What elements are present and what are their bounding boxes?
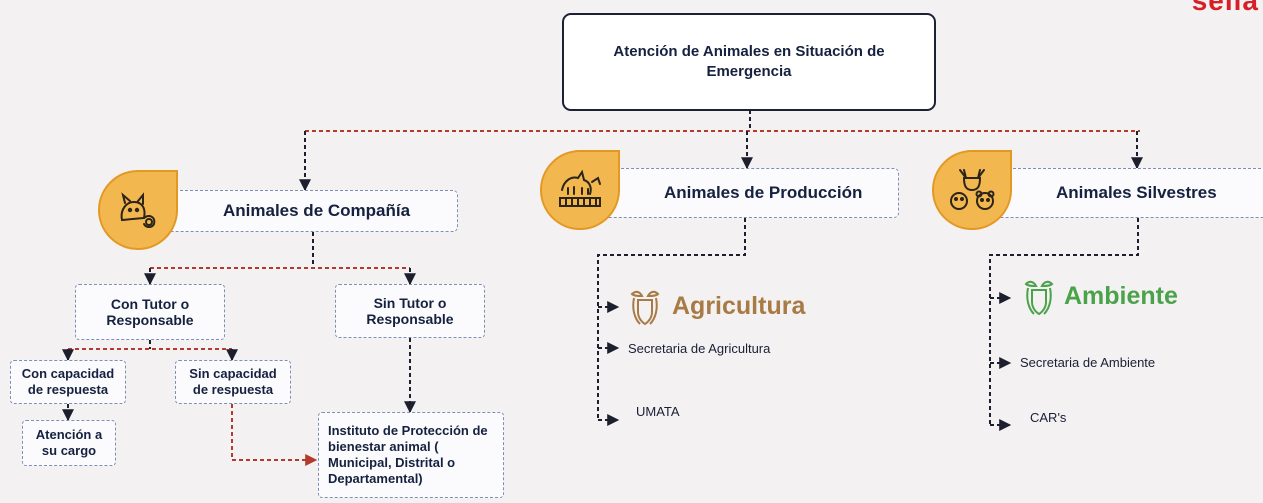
root-node: Atención de Animales en Situación de Eme… bbox=[562, 13, 936, 111]
node-without-tutor: Sin Tutor o Responsable bbox=[335, 284, 485, 338]
production-item: Secretaria de Agricultura bbox=[628, 341, 771, 356]
institute-label: Instituto de Protección de bienestar ani… bbox=[328, 423, 488, 486]
production-down bbox=[597, 218, 746, 420]
wildlife-item: Secretaria de Ambiente bbox=[1020, 355, 1156, 370]
root-title: Atención de Animales en Situación de Eme… bbox=[613, 43, 885, 80]
category-production-label: Animales de Producción bbox=[664, 183, 863, 202]
coat-of-arms-icon bbox=[630, 290, 660, 326]
without-capacity-label: Sin capacidad de respuesta bbox=[189, 366, 277, 397]
capacity-to-institute bbox=[231, 404, 318, 466]
category-wildlife-label: Animales Silvestres bbox=[1056, 183, 1217, 202]
without-tutor-label: Sin Tutor o Responsable bbox=[366, 295, 454, 327]
livestock-icon bbox=[540, 150, 620, 230]
with-capacity-label: Con capacidad de respuesta bbox=[21, 366, 115, 397]
with-tutor-label: Con Tutor o Responsable bbox=[106, 296, 194, 328]
wildlife-item: CAR's bbox=[1030, 410, 1067, 425]
coat-of-arms-icon bbox=[1024, 280, 1054, 316]
own-care-label: Atención a su cargo bbox=[35, 427, 103, 458]
brand-logo: sella bbox=[1191, 0, 1259, 16]
node-with-tutor: Con Tutor o Responsable bbox=[75, 284, 225, 340]
category-wildlife: Animales Silvestres bbox=[983, 168, 1263, 218]
node-with-capacity: Con capacidad de respuesta bbox=[10, 360, 126, 404]
wildlife-icon bbox=[932, 150, 1012, 230]
environment-logo-text: Ambiente bbox=[1064, 282, 1178, 310]
category-companion: Animales de Compañía bbox=[150, 190, 458, 232]
agriculture-logo-text: Agricultura bbox=[672, 292, 806, 320]
category-production: Animales de Producción bbox=[591, 168, 899, 218]
node-own-care: Atención a su cargo bbox=[22, 420, 116, 466]
node-institute: Instituto de Protección de bienestar ani… bbox=[318, 412, 504, 498]
category-companion-label: Animales de Compañía bbox=[223, 201, 411, 220]
node-without-capacity: Sin capacidad de respuesta bbox=[175, 360, 291, 404]
production-item: UMATA bbox=[636, 404, 680, 419]
pets-icon bbox=[98, 170, 178, 250]
wildlife-down bbox=[989, 218, 1139, 425]
